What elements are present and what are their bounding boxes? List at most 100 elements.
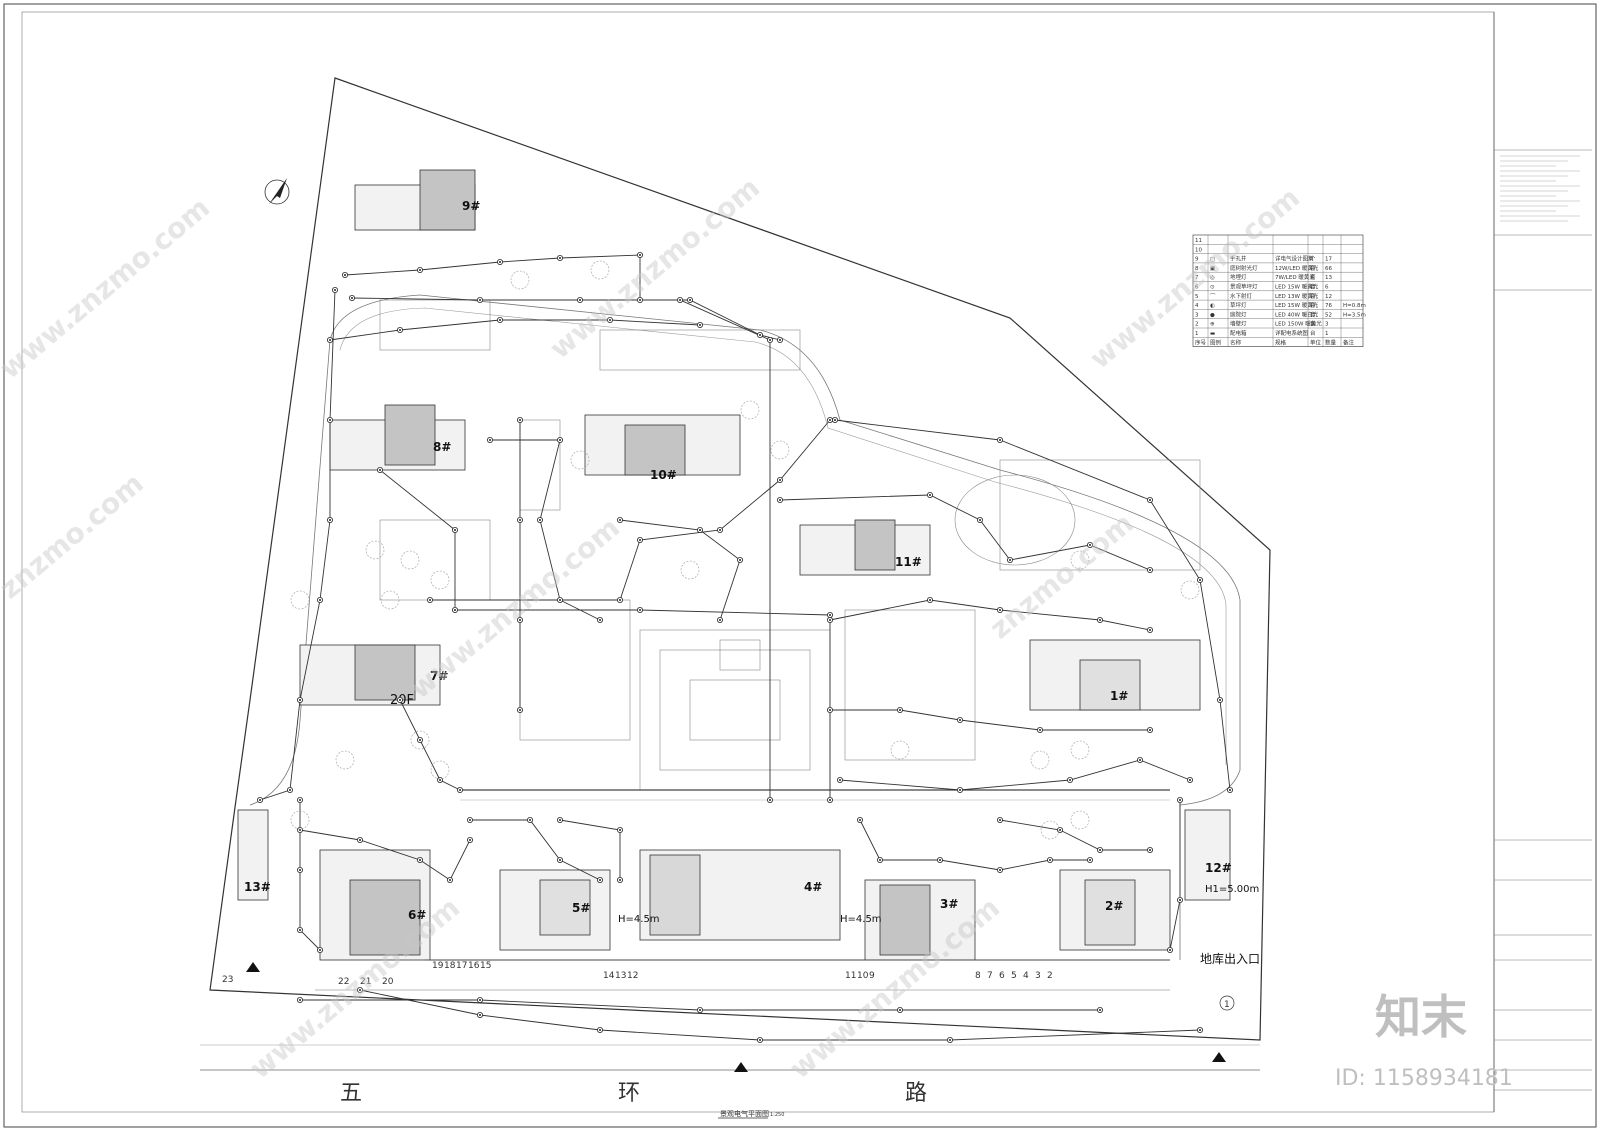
legend-cell: 9 — [1195, 257, 1199, 263]
light-fixture-dot — [299, 869, 301, 871]
circuit-line — [470, 819, 601, 881]
light-fixture-dot — [1199, 579, 1201, 581]
light-fixture-dot — [469, 819, 471, 821]
light-fixture-dot — [599, 879, 601, 881]
light-fixture-dot — [454, 609, 456, 611]
svg-text:ID: 1158934181: ID: 1158934181 — [1335, 1066, 1513, 1091]
light-fixture-dot — [519, 419, 521, 421]
parking-number: 5 — [1011, 971, 1017, 981]
light-fixture-dot — [619, 519, 621, 521]
light-fixture-dot — [999, 869, 1001, 871]
legend-cell: 套 — [1310, 310, 1316, 318]
legend-cell: 3 — [1325, 322, 1329, 328]
legend-cell: 12 — [1325, 294, 1332, 300]
light-fixture-dot — [329, 339, 331, 341]
light-fixture-dot — [259, 799, 261, 801]
light-fixture-dot — [929, 494, 931, 496]
building-label: 4# — [804, 880, 822, 894]
legend-cell: LED 13W 暖黄光 — [1275, 292, 1319, 300]
light-fixture-dot — [379, 469, 381, 471]
light-fixture-dot — [479, 1014, 481, 1016]
legend-cell: 5 — [1195, 294, 1199, 300]
legend-cell: □ — [1210, 257, 1215, 263]
tree-icon — [510, 270, 530, 290]
light-fixture-dot — [859, 819, 861, 821]
building-label: 13# — [244, 880, 271, 894]
legend-cell: 6 — [1195, 285, 1199, 291]
light-fixture-dot — [559, 257, 561, 259]
parking-number: 16 — [468, 961, 480, 971]
tree-icon — [365, 540, 385, 560]
light-fixture-dot — [699, 1009, 701, 1011]
garage-exit-label: 地库出入口 — [1200, 951, 1260, 966]
legend-cell: 详电气设计图集 — [1275, 255, 1314, 263]
light-fixture-dot — [519, 519, 521, 521]
parking-number: 7 — [987, 971, 993, 981]
light-fixture-dot — [1179, 799, 1181, 801]
light-fixture-dot — [739, 559, 741, 561]
light-fixture-dot — [439, 779, 441, 781]
legend-cell: ● — [1210, 312, 1215, 318]
light-fixture-dot — [454, 529, 456, 531]
tree-icon — [770, 440, 790, 460]
building-label: 7# — [430, 669, 448, 683]
light-fixture-dot — [449, 879, 451, 881]
light-fixture-dot — [899, 709, 901, 711]
light-fixture-dot — [499, 319, 501, 321]
legend-cell: 个 — [1310, 256, 1316, 263]
drawing-title: 景观电气平面图 1:250 — [718, 1109, 784, 1119]
light-fixture-dot — [469, 839, 471, 841]
light-fixture-dot — [959, 789, 961, 791]
legend-cell: 6 — [1325, 285, 1329, 291]
light-fixture-dot — [679, 299, 681, 301]
light-fixture-dot — [1149, 729, 1151, 731]
light-fixture-dot — [459, 789, 461, 791]
light-fixture-dot — [1099, 1009, 1101, 1011]
legend-cell: 11 — [1195, 238, 1202, 244]
light-fixture-dot — [579, 299, 581, 301]
light-fixture-dot — [619, 829, 621, 831]
light-fixture-dot — [1059, 829, 1061, 831]
legend-cell: 套 — [1310, 320, 1316, 328]
tree-icon — [890, 740, 910, 760]
parking-number: 9 — [869, 971, 875, 981]
tree-icon — [430, 570, 450, 590]
light-fixture-dot — [699, 529, 701, 531]
tree-icon — [290, 810, 310, 830]
light-fixture-dot — [399, 329, 401, 331]
watermark: znzmo.com — [0, 467, 150, 606]
building-label: 12# — [1205, 861, 1232, 875]
parking-number: 21 — [360, 977, 371, 987]
legend-cell: 详配电系统图 — [1275, 329, 1309, 337]
svg-text:知末: 知末 — [1375, 990, 1467, 1044]
legend-header: 备注 — [1343, 338, 1355, 346]
parking-number: 22 — [338, 977, 349, 987]
legend-cell: 墙壁灯 — [1230, 320, 1247, 328]
legend-cell: 草坪灯 — [1230, 301, 1247, 309]
light-fixture-dot — [839, 779, 841, 781]
light-fixture-dot — [949, 1039, 951, 1041]
legend-header: 单位 — [1310, 338, 1322, 346]
legend-cell: ⊕ — [1210, 322, 1215, 328]
light-fixture-dot — [1139, 759, 1141, 761]
legend-cell: 13 — [1325, 275, 1332, 281]
light-fixture-dot — [334, 289, 336, 291]
tree-icon — [430, 760, 450, 780]
light-fixture-dot — [639, 539, 641, 541]
light-fixture-dot — [1179, 899, 1181, 901]
tree-icon — [680, 560, 700, 580]
light-fixture-dot — [779, 339, 781, 341]
tree-icon — [1070, 740, 1090, 760]
light-fixture-dot — [929, 599, 931, 601]
legend-cell: 8 — [1195, 266, 1199, 272]
light-fixture-dot — [299, 999, 301, 1001]
circuit-line — [379, 469, 831, 800]
legend-cell: ▣ — [1210, 266, 1215, 272]
circuit-line — [999, 819, 1150, 851]
legend-cell: ◎ — [1210, 275, 1215, 281]
parking-number: 6 — [999, 971, 1005, 981]
light-fixture-dot — [1229, 789, 1231, 791]
drawing-frame — [21, 11, 1495, 1113]
